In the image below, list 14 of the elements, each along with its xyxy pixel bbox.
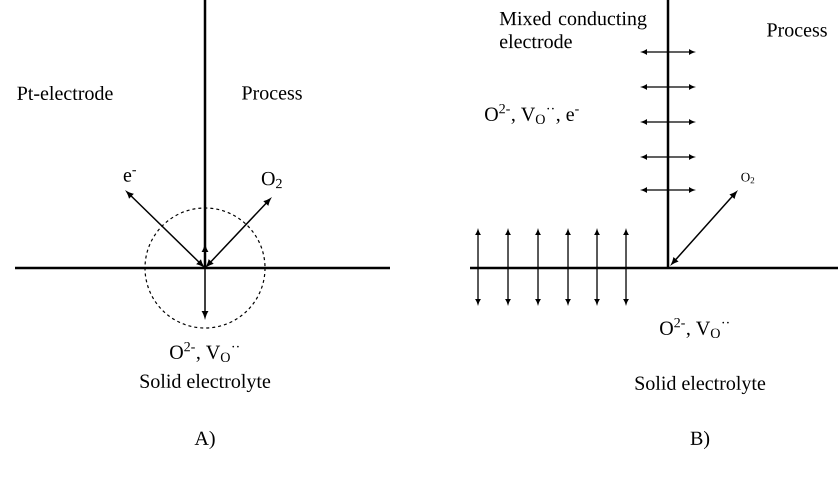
- species-label: O$^{2-}$, V$_{O}$··: [170, 342, 239, 362]
- region-label: Process: [767, 23, 827, 37]
- species-label: O$^{2-}$, V$_{O}$··: [660, 318, 729, 338]
- panel-label: A): [194, 430, 215, 450]
- region-label: Process: [242, 86, 302, 100]
- region-label: Solid electrolyte: [140, 374, 270, 392]
- species-label: O$_{2}$: [262, 172, 282, 188]
- species-label: e$^{-}$: [124, 170, 136, 182]
- region-label: Solid electrolyte: [636, 376, 766, 394]
- region-label: Pt-electrode: [17, 86, 113, 100]
- region-label: Mixed conducting electrode: [500, 11, 647, 48]
- species-label: O$^{2-}$, V$_{O}$$^{··}$, e$^{-}$: [485, 104, 579, 124]
- panel-label: B): [690, 430, 710, 450]
- species-label: O$_{2}$: [741, 172, 754, 184]
